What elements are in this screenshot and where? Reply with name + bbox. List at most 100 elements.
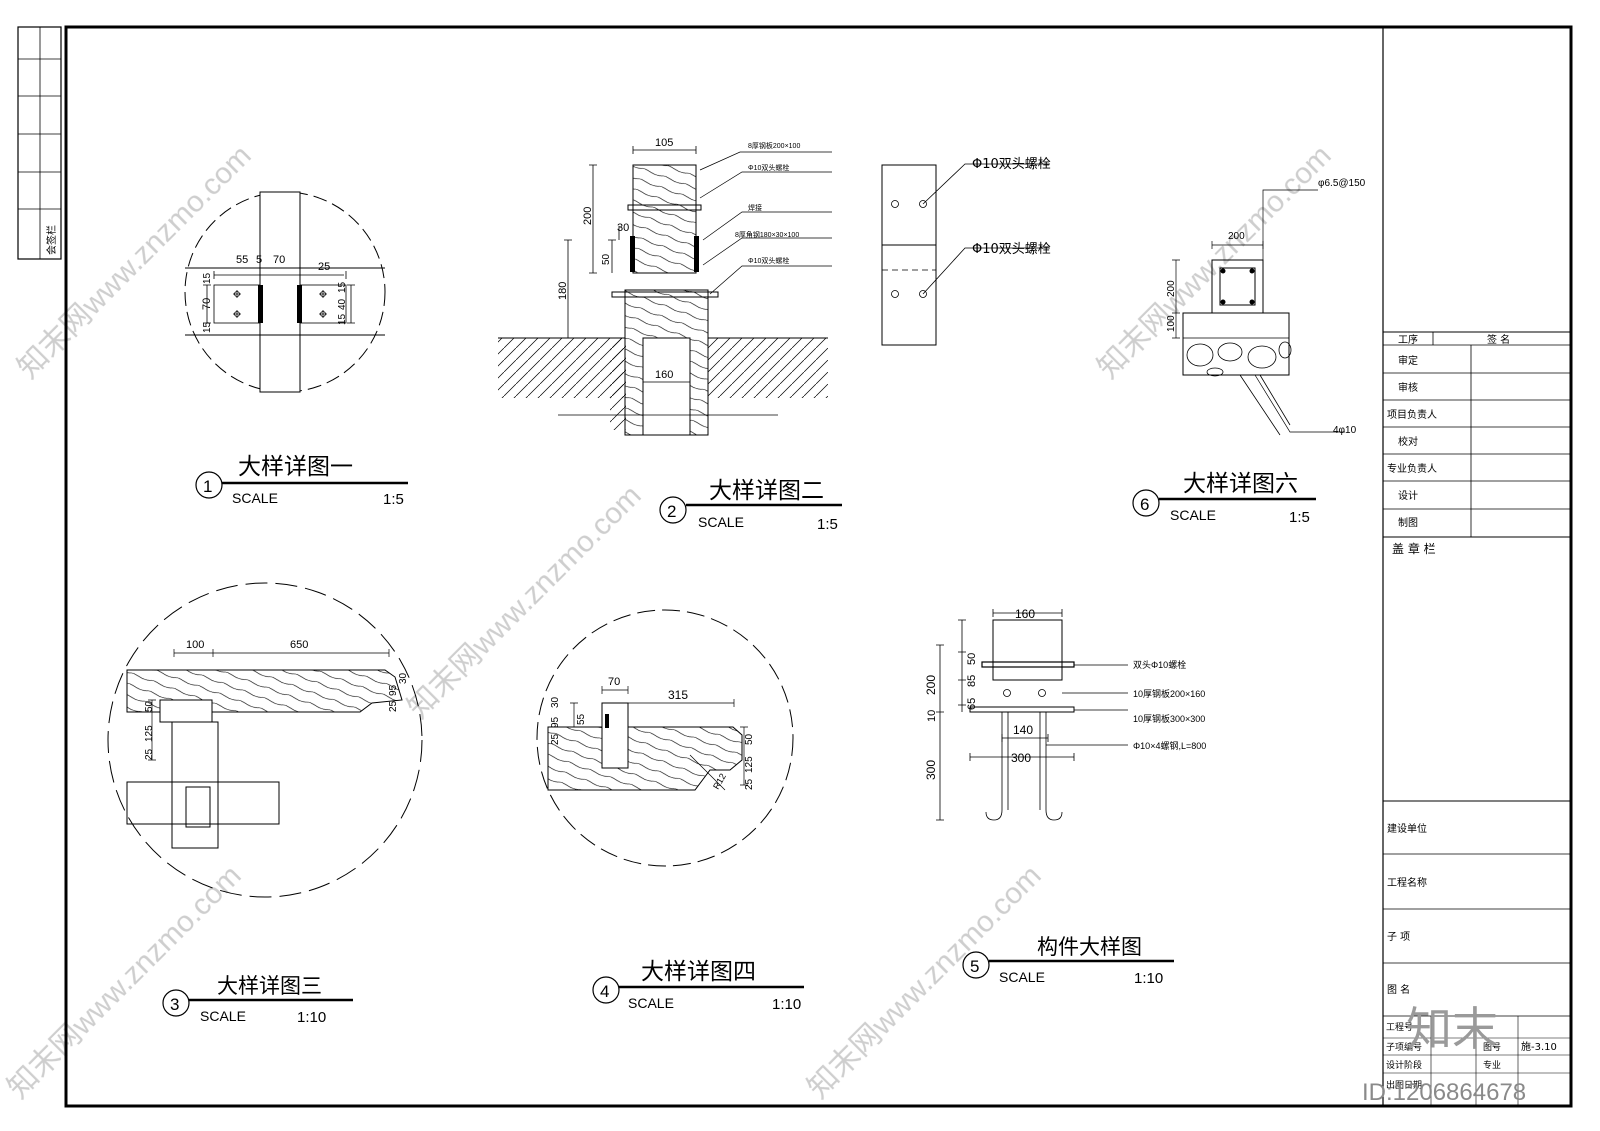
left-strip xyxy=(17,26,62,260)
detail-3-circle xyxy=(107,582,423,898)
svg-text:100: 100 xyxy=(186,639,204,651)
svg-text:55: 55 xyxy=(236,254,248,266)
detail-6-number: 6 xyxy=(1140,495,1149,514)
svg-text:180: 180 xyxy=(557,282,569,300)
svg-text:70: 70 xyxy=(273,254,285,266)
detail-4: 70 315 25 95 30 55 50 125 25 R12 4 大样详图四… xyxy=(536,609,804,1013)
watermark-id: ID:1206864678 xyxy=(1362,1079,1526,1106)
detail-3-number-bubble xyxy=(162,989,190,1017)
detail-5-scale-label: SCALE xyxy=(999,969,1045,985)
detail-6-title: 大样详图六 xyxy=(1183,471,1298,497)
svg-text:焊接: 焊接 xyxy=(748,203,762,212)
svg-text:30: 30 xyxy=(617,222,629,234)
tb-header-2: 签 名 xyxy=(1487,333,1510,346)
tb-project-no: 工程号 xyxy=(1386,1022,1413,1033)
svg-text:15: 15 xyxy=(202,321,213,333)
tb-row-0: 审定 xyxy=(1398,354,1418,367)
tb-row-5: 设计 xyxy=(1398,489,1418,502)
detail-1-title: 大样详图一 xyxy=(238,454,353,480)
detail-6-number-bubble xyxy=(1132,489,1160,517)
svg-text:10: 10 xyxy=(926,710,938,722)
detail-1-scale-label: SCALE xyxy=(232,490,278,506)
svg-text:300: 300 xyxy=(924,760,938,780)
tb-row-2: 项目负责人 xyxy=(1387,408,1437,421)
detail-4-title: 大样详图四 xyxy=(641,959,756,985)
watermark-text: 知末网www.znzmo.com xyxy=(1092,139,1338,385)
svg-text:Φ10双头螺栓: Φ10双头螺栓 xyxy=(748,163,789,172)
svg-text:25: 25 xyxy=(550,733,561,745)
detail-2-number: 2 xyxy=(667,502,676,521)
tb-design-stage: 设计阶段 xyxy=(1386,1059,1422,1071)
svg-text:25: 25 xyxy=(318,261,330,273)
svg-text:100: 100 xyxy=(1166,315,1177,332)
detail-1-number-bubble xyxy=(195,471,223,499)
watermark-text: 知末网www.znzmo.com xyxy=(12,139,258,385)
svg-text:160: 160 xyxy=(655,369,673,381)
svg-text:5: 5 xyxy=(256,254,262,266)
svg-text:50: 50 xyxy=(144,700,155,712)
tb-project-name: 工程名称 xyxy=(1387,876,1427,889)
detail-2-title: 大样详图二 xyxy=(709,478,824,504)
tb-drawing-no-value: 施-3.10 xyxy=(1521,1040,1557,1053)
svg-text:200: 200 xyxy=(1166,280,1177,297)
detail-5-number-bubble xyxy=(962,951,990,979)
svg-text:200: 200 xyxy=(1228,231,1245,242)
svg-text:Φ10×4螺钢,L=800: Φ10×4螺钢,L=800 xyxy=(1133,740,1206,751)
svg-text:200: 200 xyxy=(582,207,594,225)
svg-text:25: 25 xyxy=(144,748,155,760)
tb-row-4: 专业负责人 xyxy=(1387,462,1437,475)
detail-3-scale: 1:10 xyxy=(297,1009,326,1026)
detail-3-title: 大样详图三 xyxy=(217,974,322,998)
tb-header-1: 工序 xyxy=(1398,333,1418,346)
svg-text:70: 70 xyxy=(608,676,620,688)
svg-text:双头Φ10螺栓: 双头Φ10螺栓 xyxy=(1133,659,1186,670)
svg-text:25: 25 xyxy=(388,700,399,712)
detail-1-number: 1 xyxy=(203,477,212,496)
svg-text:10厚钢板200×160: 10厚钢板200×160 xyxy=(1133,688,1205,699)
detail-1: 55 5 70 25 15 70 15 15 40 15 1 大样详图一 SCA… xyxy=(184,191,408,508)
tb-row-1: 审核 xyxy=(1398,381,1418,394)
svg-text:55: 55 xyxy=(576,713,587,725)
detail-4-number: 4 xyxy=(600,982,609,1001)
detail-3-number: 3 xyxy=(170,995,179,1014)
tb-construction-unit: 建设单位 xyxy=(1387,822,1427,835)
svg-text:φ6.5@150: φ6.5@150 xyxy=(1318,178,1366,189)
svg-text:40: 40 xyxy=(337,298,348,310)
svg-text:15: 15 xyxy=(337,281,348,293)
svg-text:95: 95 xyxy=(388,684,399,696)
detail-4-scale: 1:10 xyxy=(772,996,801,1013)
svg-text:140: 140 xyxy=(1013,723,1033,737)
svg-text:8厚钢板200×100: 8厚钢板200×100 xyxy=(748,141,800,150)
tb-drawing-name: 图 名 xyxy=(1387,983,1410,996)
watermark-text: 知末网www.znzmo.com xyxy=(402,479,648,725)
detail-2: 105 200 30 50 180 160 8厚钢板200×100 Φ10双头螺… xyxy=(498,137,842,533)
svg-text:105: 105 xyxy=(655,137,673,149)
svg-text:50: 50 xyxy=(601,253,612,265)
detail-5: 160 200 50 85 65 10 300 140 300 双头Φ10螺栓 … xyxy=(924,607,1206,987)
tb-sub-item: 子 项 xyxy=(1387,931,1410,943)
svg-text:10厚钢板300×300: 10厚钢板300×300 xyxy=(1133,713,1205,724)
tb-discipline: 专业 xyxy=(1483,1059,1501,1071)
tb-drawing-no-label: 图号 xyxy=(1483,1042,1501,1053)
detail-5-title: 构件大样图 xyxy=(1037,935,1142,959)
tb-date: 出图日期 xyxy=(1386,1079,1422,1091)
svg-text:30: 30 xyxy=(398,672,409,684)
tb-row-3: 校对 xyxy=(1398,435,1418,448)
svg-text:125: 125 xyxy=(144,725,155,742)
drawing-border xyxy=(64,25,1573,1108)
detail-3-scale-label: SCALE xyxy=(200,1008,246,1024)
svg-text:125: 125 xyxy=(744,756,755,773)
watermark-text: 知末网www.znzmo.com xyxy=(2,859,248,1105)
detail-5-scale: 1:10 xyxy=(1134,970,1163,987)
title-block: 工序 签 名 审定 审核 项目负责人 校对 专业负责人 设计 制图 盖 章 栏 … xyxy=(1382,331,1572,1106)
svg-text:85: 85 xyxy=(966,675,978,687)
svg-text:30: 30 xyxy=(550,696,561,708)
detail-2-scale-label: SCALE xyxy=(698,514,744,530)
detail-4-number-bubble xyxy=(592,976,620,1004)
bolt-note-2: Φ10双头螺栓 xyxy=(972,242,1051,257)
left-strip-label: 会签栏 xyxy=(45,225,58,255)
watermark-brand: 知末 xyxy=(1406,1003,1498,1055)
svg-text:15: 15 xyxy=(202,272,213,284)
svg-text:25: 25 xyxy=(744,778,755,790)
